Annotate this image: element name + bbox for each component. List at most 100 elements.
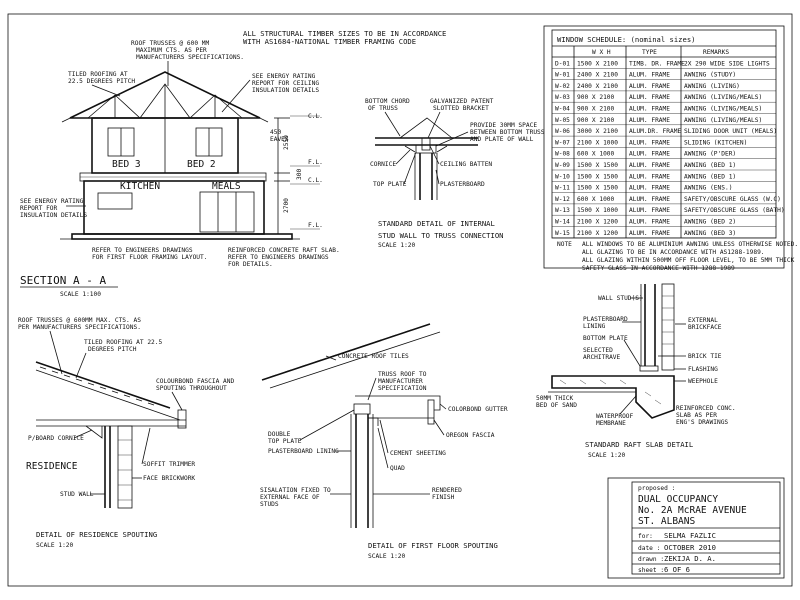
schedule-cell: AWNING (BED 3) — [684, 230, 736, 237]
truss-webs — [87, 83, 243, 119]
note-ceiling-2: REPORT FOR CEILING — [252, 80, 319, 87]
label-membrane: MEMBRANE — [596, 420, 626, 427]
schedule-cell: 600 X 1000 — [577, 151, 615, 158]
label-top-plate: TOP PLATE — [373, 181, 407, 188]
dim-450: 450 — [270, 129, 281, 136]
res-label-trusses-1: ROOF TRUSSES @ 600MM MAX. CTS. AS — [18, 317, 141, 324]
field-sheet-key: sheet : — [638, 567, 664, 574]
res-label-stud-wall: STUD WALL — [60, 491, 94, 498]
res-label-fascia-1: COLOURBOND FASCIA AND — [156, 378, 235, 385]
schedule-cell: 3000 X 2100 — [577, 128, 618, 135]
schedule-cell: ALUM. FRAME — [629, 72, 670, 79]
label-slotted-bracket: SLOTTED BRACKET — [433, 105, 489, 112]
dim-300: 300 — [296, 169, 303, 180]
concrete-slab — [551, 375, 675, 419]
window-schedule: WINDOW SCHEDULE: (nominal sizes) W X H T… — [543, 25, 798, 272]
schedule-cell: W-11 — [555, 185, 570, 192]
note-insulation-2: REPORT FOR — [20, 205, 58, 212]
truss-detail: BOTTOM CHORD OF TRUSS GALVANIZED PATENT … — [365, 98, 545, 249]
residence-detail-scale: SCALE 1:20 — [36, 542, 74, 549]
schedule-cell: W-08 — [555, 151, 570, 158]
label-engs-drawings: ENG'S DRAWINGS — [676, 419, 728, 426]
note-roofing-2: 22.5 DEGREES PITCH — [68, 78, 135, 85]
schedule-cell: ALUM. FRAME — [629, 173, 670, 180]
raft-detail: WALL STUD(S) PLASTERBOARD LINING BOTTOM … — [536, 283, 736, 459]
schedule-cell: 2100 X 1200 — [577, 230, 618, 237]
general-note: ALL STRUCTURAL TIMBER SIZES TO BE IN ACC… — [243, 29, 446, 46]
label-bottom-plate: BOTTOM PLATE — [583, 335, 628, 342]
schedule-cell: W-13 — [555, 207, 570, 214]
ff-label-double: DOUBLE — [268, 431, 291, 438]
schedule-cell: 2X 290 WIDE SIDE LIGHTS — [684, 60, 770, 67]
schedule-cell: AWNING (LIVING/MEALS) — [684, 94, 762, 101]
face-brickwork — [117, 425, 133, 509]
room-bed-2: BED 2 — [187, 159, 216, 170]
field-date-value: OCTOBER 2010 — [664, 543, 716, 552]
schedule-cell: W-15 — [555, 230, 570, 237]
schedule-note-2: ALL GLAZING TO BE IN ACCORDANCE WITH AS1… — [582, 249, 765, 256]
schedule-cell: AWNING (BED 2) — [684, 219, 736, 226]
label-wall-studs: WALL STUD(S) — [598, 295, 643, 302]
schedule-cell: AWNING (BED 1) — [684, 162, 736, 169]
schedule-cell: ALUM. FRAME — [629, 207, 670, 214]
project-line-3: ST. ALBANS — [638, 516, 695, 527]
residence-detail-title: DETAIL OF RESIDENCE SPOUTING — [36, 530, 157, 539]
header-remarks: REMARKS — [703, 49, 729, 56]
colorbond-gutter — [355, 395, 441, 411]
schedule-cell: 1500 X 1500 — [577, 162, 618, 169]
schedule-cell: AWNING (P'DER) — [684, 151, 736, 158]
schedule-cell: W-04 — [555, 106, 570, 113]
raft-detail-scale: SCALE 1:20 — [588, 452, 626, 459]
schedule-cell: ALUM.DR. FRAME — [629, 128, 681, 135]
bottom-plate — [639, 365, 659, 372]
res-label-tiled-1: TILED ROOFING AT 22.5 — [84, 339, 163, 346]
brickface — [661, 283, 675, 371]
label-of-truss: OF TRUSS — [368, 105, 398, 112]
label-external: EXTERNAL — [688, 317, 718, 324]
schedule-cell: W-14 — [555, 219, 570, 226]
schedule-cell: 900 X 2100 — [577, 106, 615, 113]
room-meals: MEALS — [212, 181, 241, 192]
field-date-key: date : — [638, 545, 660, 552]
section-aa-scale: SCALE 1:100 — [60, 291, 101, 298]
schedule-cell: AWNING (LIVING) — [684, 83, 740, 90]
label-cornice: CORNICE — [370, 161, 396, 168]
label-slab-as-per: SLAB AS PER — [676, 412, 717, 419]
label-between-truss: BETWEEN BOTTOM TRUSS — [470, 129, 545, 136]
field-for-key: for: — [638, 533, 653, 540]
firstfloor-detail: CONCRETE ROOF TILES TRUSS ROOF TO MANUFA… — [260, 323, 508, 560]
label-ceiling-batten: CEILING BATTEN — [440, 161, 492, 168]
roof-tiles — [35, 361, 171, 409]
window-schedule-title: WINDOW SCHEDULE: (nominal sizes) — [557, 35, 695, 44]
schedule-cell: 900 X 2100 — [577, 117, 615, 124]
note-raft-2: REFER TO ENGINEERS DRAWINGS — [228, 254, 329, 261]
schedule-cell: 2400 X 2100 — [577, 72, 618, 79]
schedule-cell: ALUM. FRAME — [629, 230, 670, 237]
dim-2700: 2700 — [283, 198, 290, 213]
schedule-cell: SAFETY/OBSCURE GLASS (W.C) — [684, 196, 781, 203]
note-roofing-1: TILED ROOFING AT — [68, 71, 128, 78]
schedule-note-3: ALL GLAZING WITHIN 500MM OFF FLOOR LEVEL… — [582, 257, 795, 264]
schedule-cell: 1500 X 1500 — [577, 185, 618, 192]
ff-label-rendered: RENDERED — [432, 487, 462, 494]
schedule-cell: AWNING (LIVING/MEALS) — [684, 117, 762, 124]
window-schedule-frame — [543, 25, 785, 269]
title-block: proposed : DUAL OCCUPANCY No. 2A McRAE A… — [607, 477, 785, 579]
section-aa-title: SECTION A - A — [20, 274, 106, 287]
schedule-cell: AWNING (ENS.) — [684, 185, 732, 192]
truss-detail-title-2: STUD WALL TO TRUSS CONNECTION — [378, 231, 504, 240]
firstfloor-detail-title: DETAIL OF FIRST FLOOR SPOUTING — [368, 541, 498, 550]
schedule-cell: ALUM. FRAME — [629, 196, 670, 203]
label-brick-tie: BRICK TIE — [688, 353, 722, 360]
schedule-cell: ALUM. FRAME — [629, 219, 670, 226]
schedule-cell: D-01 — [555, 60, 570, 67]
room-bed-3: BED 3 — [112, 159, 141, 170]
ff-label-fascia: OREGON FASCIA — [446, 432, 495, 439]
ff-label-truss-2: MANUFACTURER — [378, 378, 423, 385]
note-raft-1: REINFORCED CONCRETE RAFT SLAB. — [228, 247, 340, 254]
label-lining: LINING — [583, 323, 606, 330]
note-ceiling-1: SEE ENERGY RATING — [252, 73, 316, 80]
level-fl-upper: F.L. — [308, 159, 323, 166]
field-drawn-value: ZEKIJA D. A. — [664, 554, 716, 563]
